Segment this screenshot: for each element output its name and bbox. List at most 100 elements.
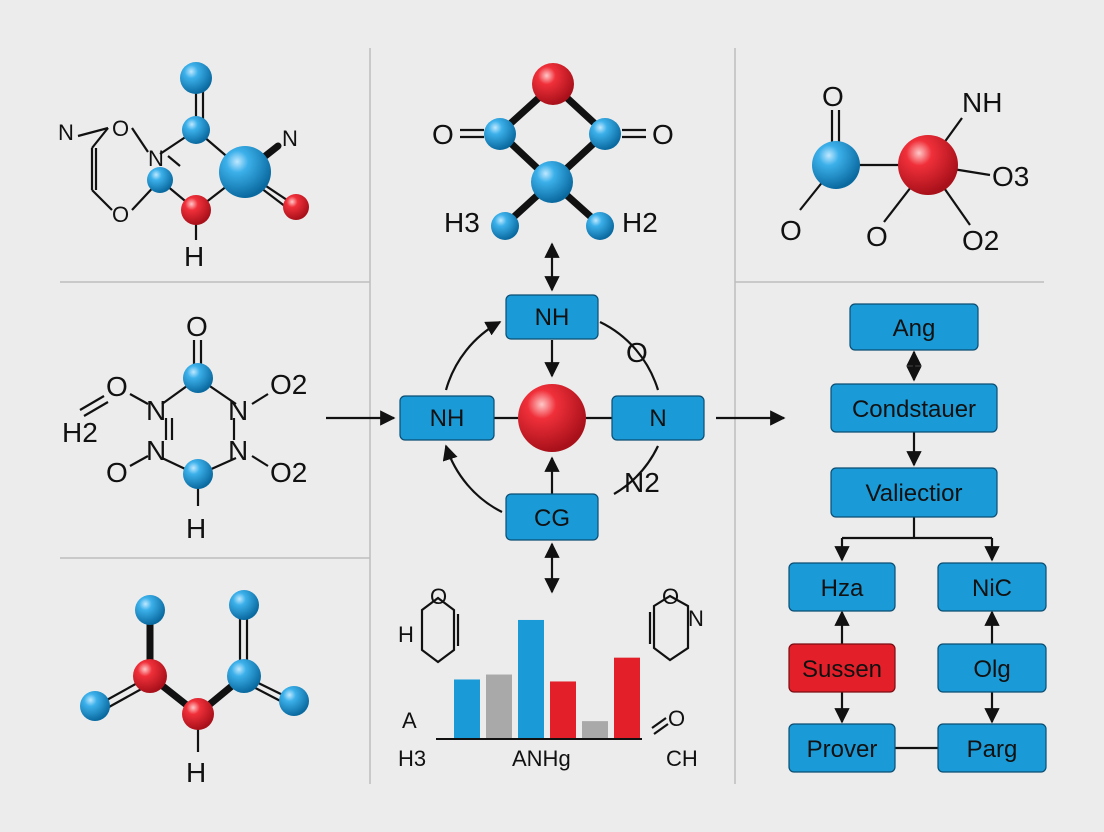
atom-blue [183, 459, 213, 489]
atom-blue [586, 212, 614, 240]
flow-node-hza-label: Hza [821, 575, 864, 602]
atom-label: H [186, 757, 206, 788]
cycle-arc-topleft [444, 321, 502, 391]
atom-label: H2 [62, 417, 98, 448]
atom-label: H2 [622, 207, 658, 238]
atom-label: O [652, 119, 674, 150]
atom-red [182, 698, 214, 730]
cycle-arc-bottomright [613, 445, 659, 495]
molecule-top-right: O NH O3 O O O2 [780, 81, 1029, 256]
atom-label: O [186, 311, 208, 342]
flow-node-olg-label: Olg [973, 656, 1010, 683]
atom-label: H3 [444, 207, 480, 238]
ring-left-h: H [398, 622, 414, 647]
atom-red [532, 63, 574, 105]
atom-blue [135, 595, 165, 625]
atom-blue [227, 659, 261, 693]
chart-bar [550, 681, 576, 739]
molecule-bottom-left: H [80, 590, 309, 788]
label-carbonyl-o: O [668, 706, 685, 731]
cycle-node-bottom-label: CG [534, 505, 570, 532]
ring-left [420, 596, 456, 664]
atom-label: O [432, 119, 454, 150]
cycle-node-left [399, 395, 495, 441]
bar-chart [454, 619, 640, 739]
cycle-arc-bottomleft [442, 444, 503, 513]
flow-node-sussen [788, 643, 896, 693]
molecule-top-center: O O H3 H2 [432, 63, 674, 240]
flow-node-valiectior [830, 467, 998, 518]
label-a: A [402, 708, 417, 733]
flow-node-ang [849, 303, 979, 351]
ring-left-o: O [430, 584, 447, 609]
flow-node-ang-label: Ang [893, 315, 936, 342]
atom-blue [589, 118, 621, 150]
atom-red [133, 659, 167, 693]
label-h3: H3 [398, 746, 426, 771]
atom-red [898, 135, 958, 195]
atom-label: NH [962, 87, 1002, 118]
atom-label: O [106, 371, 128, 402]
atom-label: N [282, 126, 298, 151]
atom-blue [182, 116, 210, 144]
atom-label: O2 [962, 225, 999, 256]
atom-blue [491, 212, 519, 240]
atom-blue [180, 62, 212, 94]
cycle-node-left-label: NH [430, 405, 465, 432]
flow-node-condstauer [830, 383, 998, 433]
atom-label: N [146, 395, 166, 426]
flow-node-hza [788, 562, 896, 612]
atom-red [181, 195, 211, 225]
chart-bar [486, 674, 512, 739]
bottom-center-panel: H O O N A H3 ANHg CH O [398, 584, 704, 771]
atom-label: O [112, 202, 129, 227]
atom-label: N [228, 435, 248, 466]
cycle-node-right [611, 395, 705, 441]
atom-label: H [186, 513, 206, 544]
ring-right-n: N [688, 606, 704, 631]
atom-label: N [58, 120, 74, 145]
atom-label: N [228, 395, 248, 426]
flow-node-condstauer-label: Condstauer [852, 396, 976, 423]
cycle-node-right-label: N [649, 405, 666, 432]
atom-label: O2 [270, 457, 307, 488]
atom-label: O [112, 116, 129, 141]
atom-blue [80, 691, 110, 721]
flow-node-parg-label: Parg [967, 736, 1018, 763]
cycle-annotation-n2: N2 [624, 467, 660, 498]
atom-label: O [866, 221, 888, 252]
atom-blue [484, 118, 516, 150]
ring-right [652, 594, 690, 662]
atom-blue [183, 363, 213, 393]
flow-node-prover-label: Prover [807, 736, 878, 763]
atom-blue [147, 167, 173, 193]
atom-blue [219, 146, 271, 198]
atom-blue [279, 686, 309, 716]
atom-label: O3 [992, 161, 1029, 192]
flow-node-olg [937, 643, 1047, 693]
atom-label: O [780, 215, 802, 246]
cycle-annotation-o: O [626, 337, 648, 368]
flow-node-sussen-label: Sussen [802, 656, 882, 683]
cycle-node-top [505, 294, 599, 340]
label-ch: CH [666, 746, 698, 771]
cycle-node-top-label: NH [535, 304, 570, 331]
molecule-mid-left: O O H2 N N O2 O N N O2 H [62, 311, 307, 544]
atom-label: O2 [270, 369, 307, 400]
atom-label: H [184, 241, 204, 272]
atom-red [283, 194, 309, 220]
chart-bar [582, 721, 608, 739]
atom-label: N [148, 146, 164, 171]
chart-bar [614, 657, 640, 739]
chart-bar [454, 679, 480, 739]
atom-blue [229, 590, 259, 620]
atom-label: N [146, 435, 166, 466]
cycle-arc-topright [599, 321, 660, 391]
chart-axis-label: ANHg [512, 746, 571, 771]
atom-label: O [822, 81, 844, 112]
atom-blue [531, 161, 573, 203]
flow-node-prover [788, 723, 896, 773]
atom-label: O [106, 457, 128, 488]
chart-bar [518, 619, 544, 739]
flow-node-parg [937, 723, 1047, 773]
